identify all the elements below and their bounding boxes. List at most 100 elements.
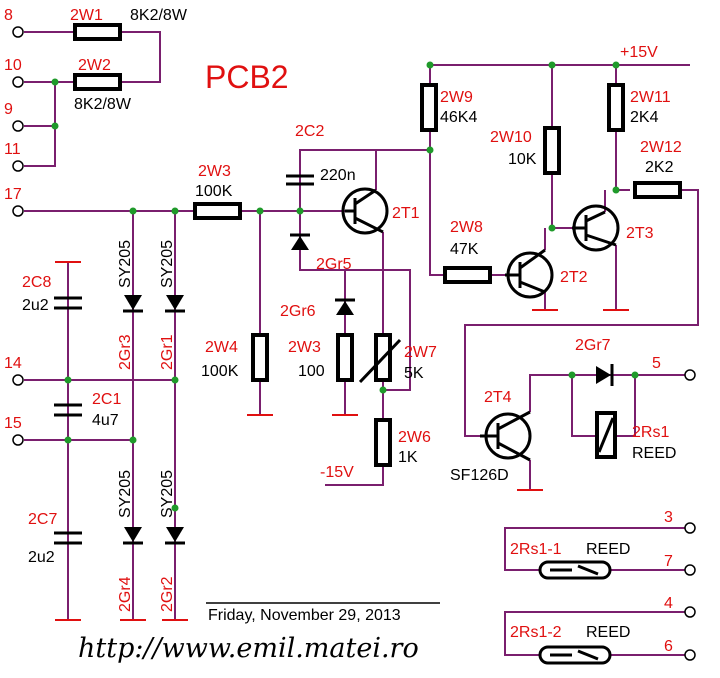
label-2w2-val: 8K2/8W [74,96,132,113]
website-url: http://www.emil.matei.ro [78,633,419,664]
reed-coil-slash [597,417,615,453]
label-2rs1-1-val: REED [586,541,630,558]
label-2w8-ref: 2W8 [450,219,483,236]
label-2gr2: 2Gr2 [159,576,176,612]
label-2rs1-2-ref: 2Rs1-2 [510,624,562,641]
diode-2gr5 [290,233,310,250]
label-2c7-ref: 2C7 [28,511,57,528]
resistor-2w11 [607,83,625,132]
label-2w6-val: 1K [398,449,418,466]
label-2w4-ref: 2W4 [205,339,238,356]
label-2w10-val: 10K [508,151,537,168]
label-gr1-type: SY205 [159,240,176,288]
label-2rs1-ref: 2Rs1 [632,424,669,441]
label-2w1-ref: 2W1 [70,7,103,24]
label-2c1-val: 4u7 [92,412,119,429]
terminal-label-15: 15 [4,415,22,432]
transistor-2t1 [341,187,389,235]
label-2w3a-val: 100K [195,183,233,200]
label-2w10-ref: 2W10 [490,129,532,146]
label-2rs1-1-ref: 2Rs1-1 [510,541,562,558]
label-2gr7: 2Gr7 [575,337,611,354]
label-2gr6: 2Gr6 [280,303,316,320]
label-2gr1: 2Gr1 [159,334,176,370]
label-2t4: 2T4 [484,389,512,406]
label-2w2-ref: 2W2 [78,57,111,74]
label-2gr5: 2Gr5 [316,256,352,273]
terminal-label-6: 6 [664,638,673,655]
terminal-label-8: 8 [4,7,13,24]
label-2w3b-val: 100 [298,363,325,380]
terminal-label-5: 5 [652,355,661,372]
label-gr4-type: SY205 [117,470,134,518]
label-2t2: 2T2 [560,269,588,286]
junction-dots [51,61,639,512]
capacitor-2c2 [286,174,314,186]
ground-symbols [55,261,629,621]
terminal-label-14: 14 [4,355,22,372]
label-2w12-ref: 2W12 [640,139,682,156]
label-2c2-ref: 2C2 [295,123,324,140]
label-2c2-val: 220n [320,167,356,184]
resistor-2w3a [193,202,242,220]
diode-2gr2 [165,527,185,545]
transistor-2t4 [480,410,532,462]
label-2w6-ref: 2W6 [398,429,431,446]
label-2w7-ref: 2W7 [404,344,437,361]
resistor-2w4 [251,333,269,382]
label-2t4-type: SF126D [450,467,509,484]
label-2w11-val: 2K4 [630,109,659,126]
potentiometer-wiper [358,338,402,384]
label-plus15v: +15V [620,44,658,61]
terminal-label-10: 10 [4,57,22,74]
capacitor-2c7 [54,531,82,545]
resistor-2w8 [443,266,492,284]
label-2w8-val: 47K [450,241,479,258]
reed-contact-2rs1-1 [538,560,612,580]
label-2gr4: 2Gr4 [117,576,134,612]
terminals [12,26,696,661]
label-2w3b-ref: 2W3 [288,339,321,356]
label-2gr3: 2Gr3 [117,334,134,370]
label-2w7-val: 5K [404,365,424,382]
label-2w11-ref: 2W11 [630,89,671,106]
label-2c8-val: 2u2 [22,297,49,314]
label-2w9-val: 46K4 [440,109,477,126]
label-2w3a-ref: 2W3 [198,163,231,180]
label-gr2-type: SY205 [159,470,176,518]
label-2c7-val: 2u2 [28,549,55,566]
label-2w4-val: 100K [201,363,239,380]
diode-2gr4 [123,527,143,545]
terminal-label-3: 3 [664,509,673,526]
label-2c8-ref: 2C8 [22,274,51,291]
capacitor-2c8 [54,296,82,310]
date-stamp: Friday, November 29, 2013 [208,607,401,624]
label-2w9-ref: 2W9 [440,89,473,106]
label-2t3: 2T3 [626,225,654,242]
label-2rs1-val: REED [632,445,676,462]
resistor-2w6 [374,418,392,467]
label-2c1-ref: 2C1 [92,391,121,408]
diode-2gr1 [165,295,185,313]
capacitor-2c1 [54,403,82,417]
resistor-2w1 [73,23,122,41]
label-gr3-type: SY205 [117,240,134,288]
terminal-label-7: 7 [664,553,673,570]
resistor-2w2 [73,73,122,91]
resistor-2w12 [633,181,682,199]
terminal-label-17: 17 [4,186,22,203]
transistor-2t3 [572,204,620,252]
resistor-2w10 [543,126,561,175]
diode-2gr6 [335,298,355,315]
terminal-label-4: 4 [664,595,673,612]
label-2w12-val: 2K2 [645,159,674,176]
diode-2gr7 [596,364,614,386]
terminal-label-11: 11 [4,141,21,158]
resistor-2w9 [420,83,438,132]
transistor-2t2 [505,248,554,299]
reed-contact-2rs1-2 [538,645,612,665]
label-2rs1-2-val: REED [586,624,630,641]
diode-2gr3 [123,295,143,313]
label-2w1-val: 8K2/8W [130,7,188,24]
